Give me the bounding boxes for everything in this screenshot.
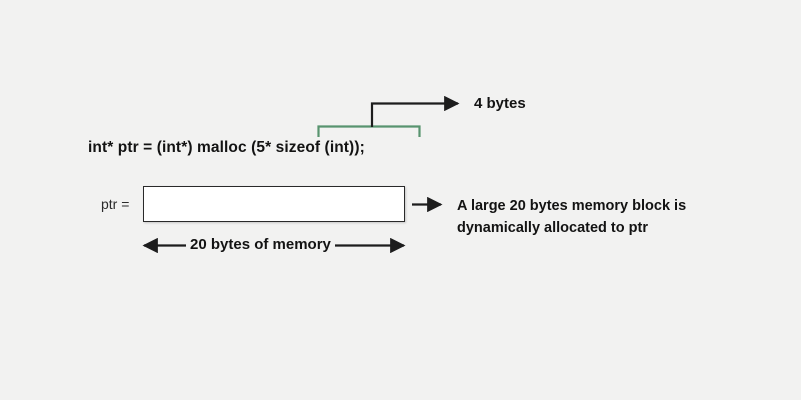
sizeof-bracket-icon xyxy=(317,125,421,137)
memory-size-label: 20 bytes of memory xyxy=(186,236,335,253)
four-bytes-label: 4 bytes xyxy=(474,95,526,112)
four-bytes-leader-arrow xyxy=(370,95,460,127)
code-statement: int* ptr = (int*) malloc (5* sizeof (int… xyxy=(88,139,365,156)
memory-block-rect xyxy=(143,186,405,222)
block-description-text: A large 20 bytes memory block is dynamic… xyxy=(457,195,787,239)
ptr-label: ptr = xyxy=(101,196,130,212)
block-description-line1: A large 20 bytes memory block is xyxy=(457,198,687,214)
block-description-line2: dynamically allocated to ptr xyxy=(457,220,648,236)
